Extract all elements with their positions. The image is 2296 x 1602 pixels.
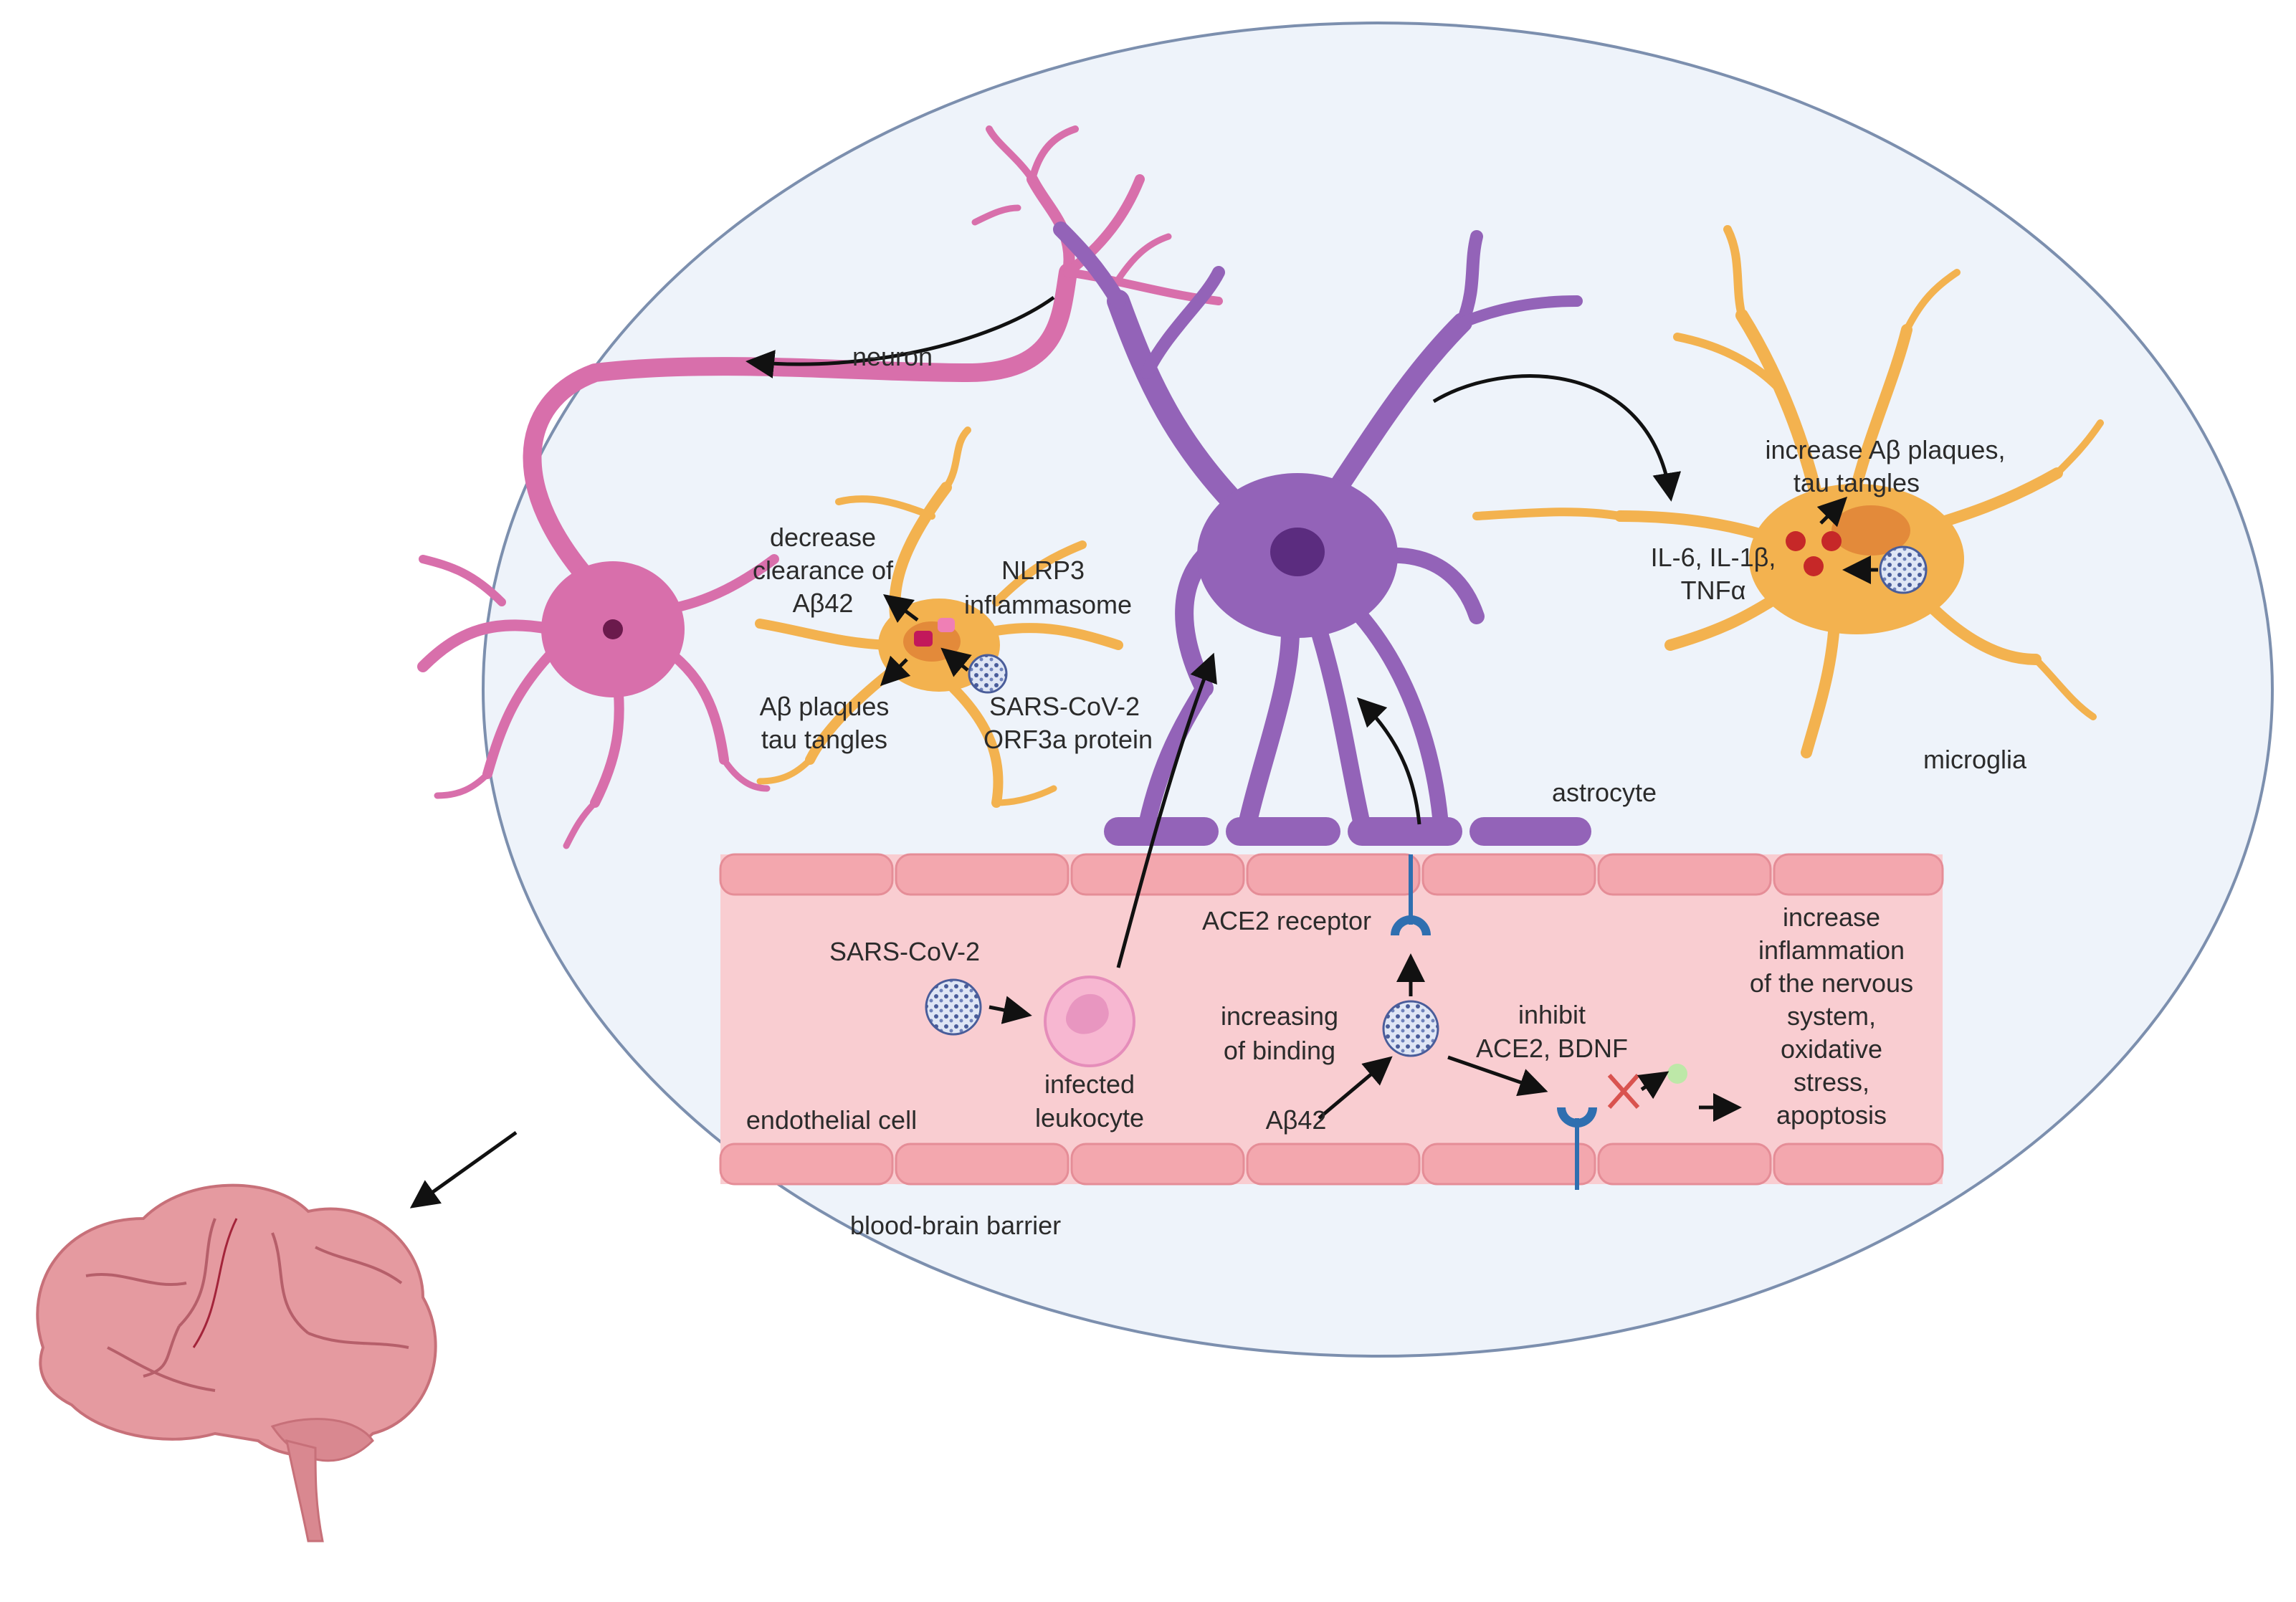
label-increase-plaques: increase Aβ plaques, <box>1766 435 2006 464</box>
label-decrease-clearance: Aβ42 <box>793 588 854 618</box>
label-bbb: blood-brain barrier <box>850 1211 1061 1240</box>
label-infected-leukocyte: infected <box>1044 1069 1135 1099</box>
label-abeta-tau: Aβ plaques <box>760 692 890 721</box>
endothelial-cells-top <box>719 853 1944 896</box>
labels: neuron astrocyte microglia decrease clea… <box>746 342 2027 1240</box>
label-inhibit: inhibit <box>1518 1000 1586 1029</box>
brain-illustration <box>36 1183 437 1543</box>
label-abeta42: Aβ42 <box>1266 1105 1327 1135</box>
astrocyte-cell <box>1053 221 1583 834</box>
neuron-nucleus <box>603 619 623 639</box>
cytokine-icon <box>1804 556 1824 576</box>
microglia-right-nucleus <box>1831 505 1910 556</box>
label-cytokines: IL-6, IL-1β, <box>1651 543 1776 572</box>
label-decrease-clearance: decrease <box>770 523 876 552</box>
label-cytokines: TNFα <box>1681 576 1746 605</box>
label-orf3a: SARS-CoV-2 <box>989 692 1140 721</box>
virus-icon <box>1382 1000 1439 1057</box>
neuron-cell <box>417 125 1223 849</box>
nlrp3-inflammasome-icon <box>938 618 955 632</box>
label-sars-cov-2: SARS-CoV-2 <box>829 937 980 966</box>
label-increasing-binding: increasing <box>1221 1001 1338 1031</box>
label-outcome: oxidative <box>1781 1034 1882 1064</box>
label-increase-plaques: tau tangles <box>1794 468 1920 497</box>
cytokine-icon <box>1821 531 1842 551</box>
label-endothelial-cell: endothelial cell <box>746 1105 917 1135</box>
microglia-right-soma <box>1749 484 1964 634</box>
blood-vessel <box>719 853 1944 1186</box>
astrocyte-nucleus <box>1270 528 1325 576</box>
label-orf3a: ORF3a protein <box>983 725 1153 754</box>
label-outcome: stress, <box>1794 1067 1869 1097</box>
label-decrease-clearance: clearance of <box>753 556 894 585</box>
label-nlrp3: inflammasome <box>964 590 1132 619</box>
label-increasing-binding: of binding <box>1224 1036 1335 1065</box>
bdnf-icon <box>1667 1064 1687 1084</box>
sars-cov-2-virus-icon <box>925 978 982 1036</box>
ace2-receptor-icon <box>1391 915 1431 935</box>
label-neuron: neuron <box>852 342 933 371</box>
label-outcome: system, <box>1787 1001 1876 1031</box>
label-outcome: inflammation <box>1758 935 1905 965</box>
leukocyte-nucleus <box>1066 993 1109 1034</box>
nlrp3-inflammasome-icon <box>914 631 933 647</box>
virus-icon <box>1879 545 1928 594</box>
label-inhibit: ACE2, BDNF <box>1476 1034 1628 1063</box>
label-ace2-receptor: ACE2 receptor <box>1202 906 1371 935</box>
label-outcome: increase <box>1783 902 1880 932</box>
label-nlrp3: NLRP3 <box>1001 556 1085 585</box>
label-outcome: apoptosis <box>1776 1100 1887 1130</box>
inhibition-icon <box>1607 1074 1640 1109</box>
cytokine-icon <box>1786 531 1806 551</box>
astrocyte-endfeet <box>1104 817 1591 846</box>
orf3a-virus-icon <box>968 654 1008 694</box>
label-outcome: of the nervous <box>1750 968 1913 998</box>
arrows <box>409 295 1878 1208</box>
label-abeta-tau: tau tangles <box>761 725 887 754</box>
label-infected-leukocyte: leukocyte <box>1035 1103 1144 1133</box>
ace2-receptor-icon-bottom <box>1557 1107 1597 1127</box>
endothelial-cells-bottom <box>719 1143 1944 1186</box>
label-microglia: microglia <box>1923 745 2027 774</box>
label-astrocyte: astrocyte <box>1552 778 1657 807</box>
